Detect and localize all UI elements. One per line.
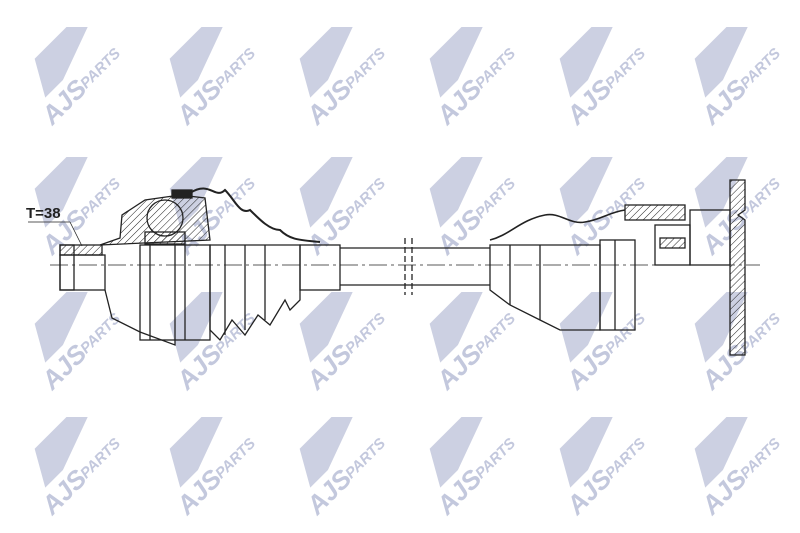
outer-cv-joint: [59, 189, 211, 346]
outer-boot: [189, 187, 341, 342]
shaft-bar: [340, 238, 490, 295]
inner-cv-joint: [489, 179, 746, 356]
spline-count-label: T=38: [26, 205, 61, 222]
